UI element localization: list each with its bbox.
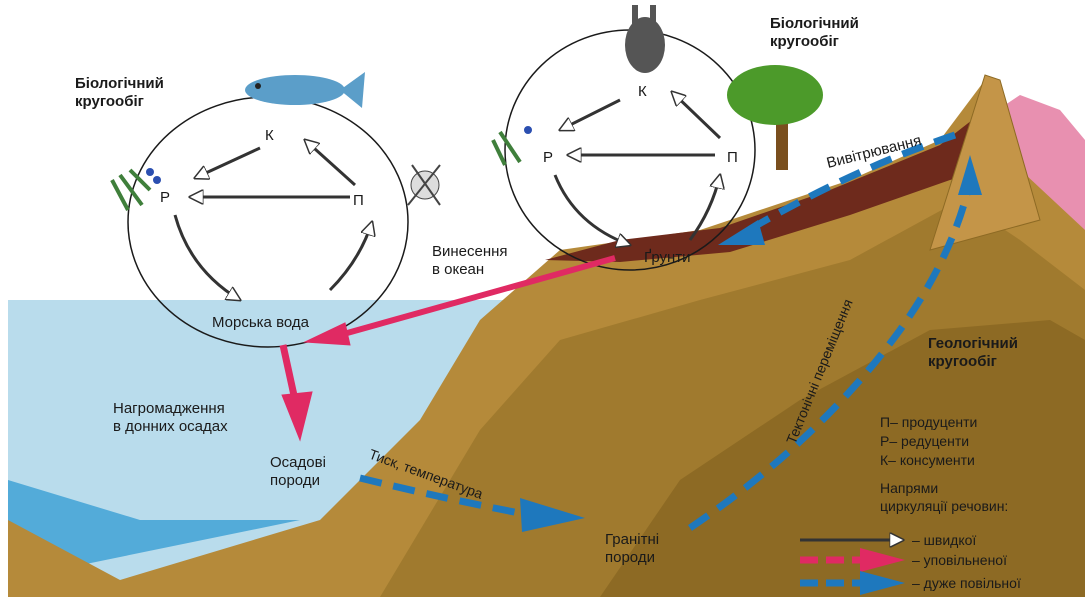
legend-reducers: Р– редуценти (880, 433, 969, 449)
legend-producers: П– продуценти (880, 414, 977, 430)
legend-fast-label: – швидкої (912, 532, 976, 548)
accumulation-line2: в донних осадах (113, 418, 228, 435)
bio-cycle-left-line2: кругообіг (75, 93, 144, 110)
accumulation-line1: Нагромадження (113, 400, 225, 417)
left-reducer-label: Р (160, 189, 170, 206)
left-consumer-label: К (265, 127, 274, 144)
geo-cycle-line1: Геологічний (928, 335, 1018, 352)
sedimentary-line1: Осадові (270, 454, 326, 471)
right-producer-label: П (727, 149, 738, 166)
tree-icon (727, 65, 823, 170)
rabbit-icon (625, 5, 665, 73)
right-fast-arrows (555, 92, 720, 245)
reducer-right-icon (493, 126, 532, 165)
bio-cycle-left-line1: Біологічний (75, 75, 164, 92)
right-consumer-label: К (638, 83, 647, 100)
fish-icon (245, 72, 365, 108)
right-reducer-label: Р (543, 149, 553, 166)
carry-out-line2: в океан (432, 261, 484, 278)
reducer-left-icon (112, 168, 161, 210)
sedimentary-line2: породи (270, 472, 320, 489)
bio-cycle-right-line2: кругообіг (770, 33, 839, 50)
legend-slow-label: – уповільненої (912, 552, 1007, 568)
granite-line1: Гранітні (605, 531, 659, 548)
left-fast-arrows (175, 140, 372, 300)
left-producer-label: П (353, 192, 364, 209)
plankton-icon (408, 165, 440, 205)
carry-out-line1: Винесення (432, 243, 508, 260)
geo-cycle-line2: кругообіг (928, 353, 997, 370)
legend-consumers: К– консументи (880, 452, 975, 468)
legend-heading-line2: циркуляції речовин: (880, 498, 1008, 514)
legend-heading-line1: Напрями (880, 480, 938, 496)
bio-cycle-right-line1: Біологічний (770, 15, 859, 32)
granite-line2: породи (605, 549, 655, 566)
sea-water-label: Морська вода (212, 314, 310, 331)
soil-label: Ґрунти (644, 249, 691, 266)
legend-very-slow-label: – дуже повільної (912, 575, 1021, 591)
